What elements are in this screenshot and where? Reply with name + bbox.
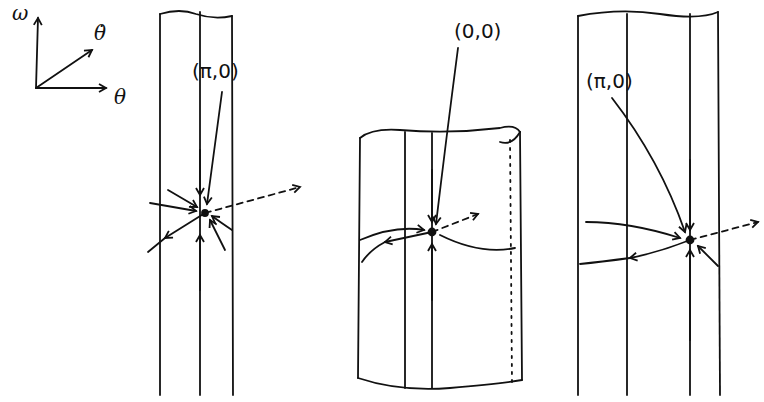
axis-label: ω [10, 2, 30, 24]
point-label: (π,0) [584, 70, 635, 92]
axis-label: θ [112, 86, 128, 108]
point-label: (π,0) [190, 60, 241, 82]
axis-label: θ̇ [92, 22, 108, 44]
point-label: (0,0) [452, 20, 503, 42]
